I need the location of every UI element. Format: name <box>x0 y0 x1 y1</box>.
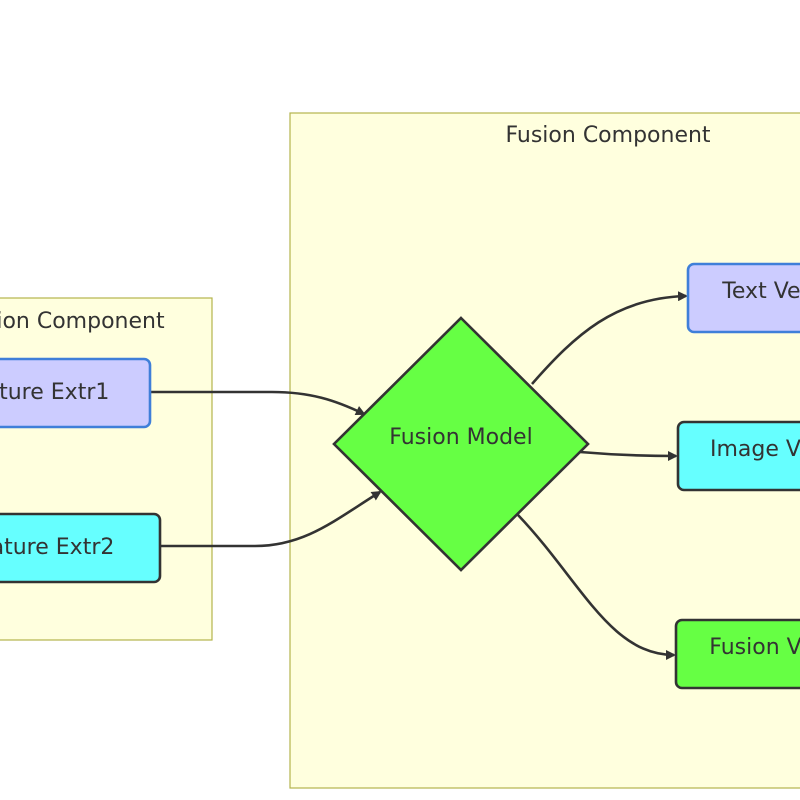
edge-fusion-model-to-text-vector <box>531 291 688 385</box>
node-feature-extr2-box[interactable] <box>0 512 162 584</box>
node-text-vector-label: Text Vector <box>721 279 800 304</box>
edge-feature-extr2-to-fusion-model <box>160 490 382 548</box>
node-feature-extr2-label: Feature Extr2 <box>0 535 114 560</box>
edges <box>150 291 688 660</box>
node-image-vector-box[interactable] <box>676 420 800 492</box>
node-image-vector[interactable]: Image Vector <box>676 420 800 492</box>
node-feature-extr1[interactable]: Feature Extr1 <box>0 357 152 429</box>
node-fusion-vector[interactable]: Fusion Vector <box>674 618 800 690</box>
cluster-fusion-label: Fusion Component <box>505 123 710 148</box>
edge-feature-extr1-to-fusion-model <box>150 390 366 416</box>
node-fusion-model[interactable]: Fusion Model <box>332 316 590 572</box>
node-feature-extr2[interactable]: Feature Extr2 <box>0 512 162 584</box>
cluster-feature-extraction-label: Feature Extraction Component <box>0 309 165 334</box>
node-feature-extr1-label: Feature Extr1 <box>0 380 109 405</box>
node-fusion-model-label: Fusion Model <box>389 425 532 450</box>
node-text-vector[interactable]: Text Vector <box>686 262 800 334</box>
node-feature-extr1-box[interactable] <box>0 357 152 429</box>
cluster-feature-extraction: Feature Extraction Component <box>0 297 213 641</box>
cluster-feature-extraction-box <box>0 297 213 641</box>
node-fusion-vector-label: Fusion Vector <box>709 635 800 660</box>
node-fusion-vector-box[interactable] <box>674 618 800 690</box>
fusion-model-diamond[interactable] <box>332 316 590 572</box>
node-text-vector-box[interactable] <box>686 262 800 334</box>
edge-fusion-model-to-image-vector <box>579 450 678 461</box>
edge-fusion-model-to-fusion-vector <box>517 514 676 660</box>
node-image-vector-label: Image Vector <box>710 437 800 462</box>
